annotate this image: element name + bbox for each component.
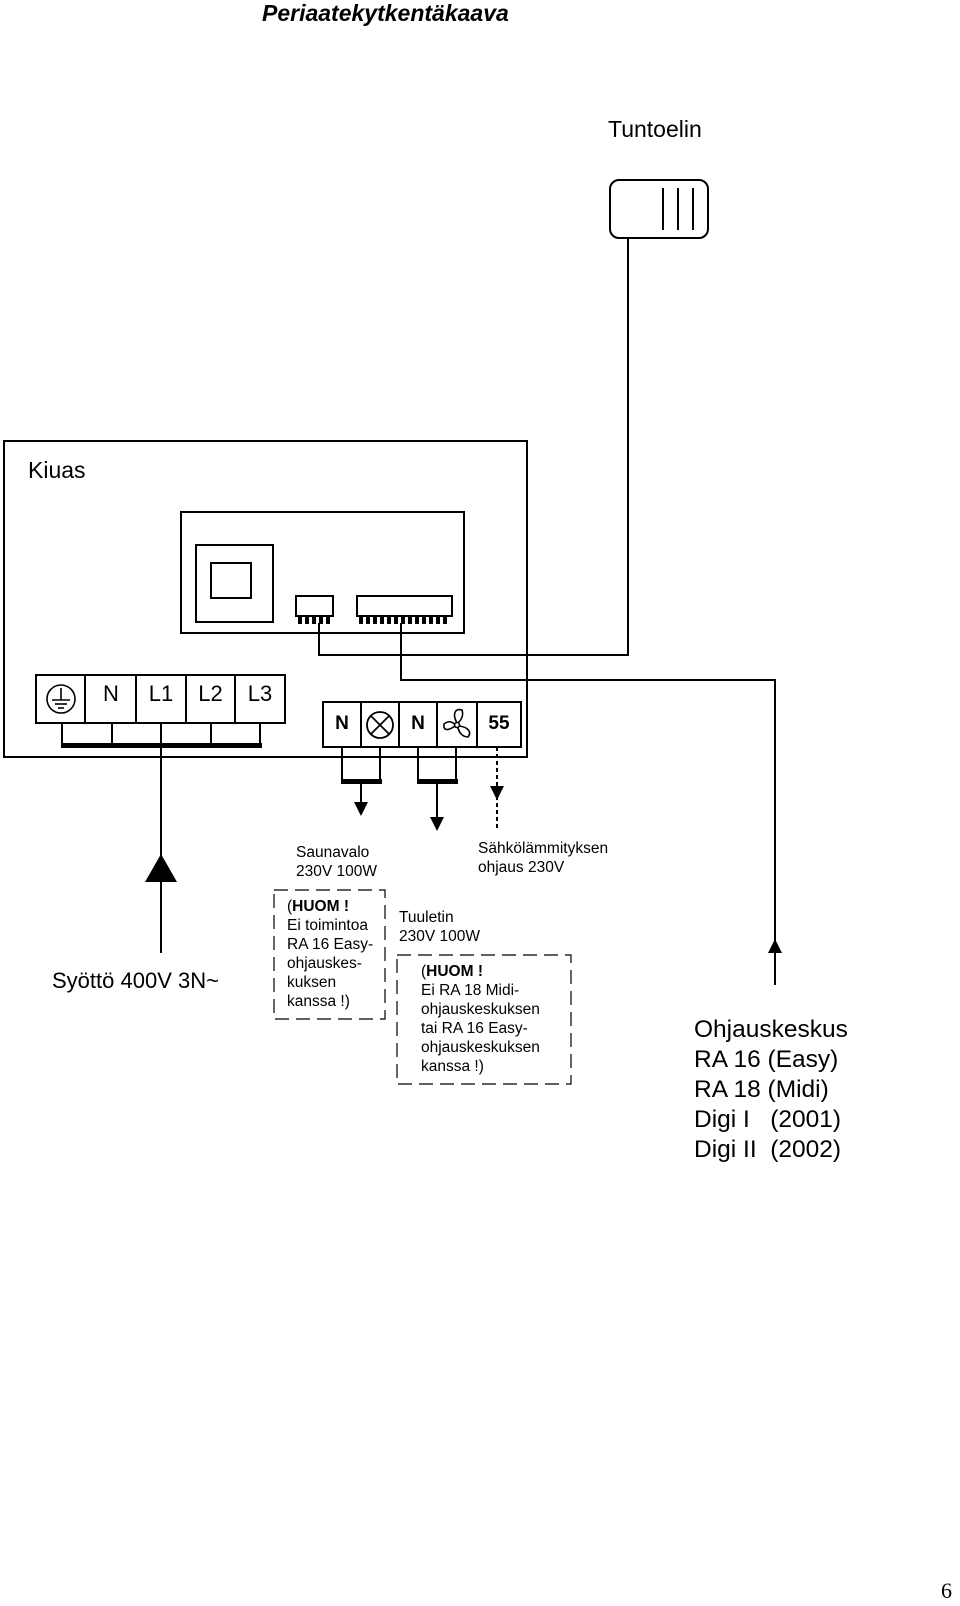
heater-label: Kiuas [28,457,86,483]
fan-icon [443,708,471,738]
ground-icon [46,684,76,714]
sensor-cable [318,238,629,656]
board-display-inner [210,562,252,599]
sensor-label: Tuntoelin [608,116,702,142]
output-terminal-strip [322,701,522,748]
fan-warning-box [396,954,572,1085]
terminal-l3: L3 [247,681,273,706]
board-connector-large [356,595,453,617]
page-number: 6 [941,1578,952,1603]
terminal-out-n2: N [411,713,425,734]
light-arrow [354,802,368,816]
supply-arrow [145,854,177,882]
control-board [180,511,465,634]
terminal-n: N [103,681,119,706]
control-cable [400,623,776,985]
terminal-l1: L1 [148,681,174,706]
terminal-out-n1: N [335,713,349,734]
terminal-out-55: 55 [488,713,510,734]
diagram-title: Periaatekytkentäkaava [262,0,509,26]
fan-arrow [430,817,444,831]
light-warning-box [273,889,386,1020]
terminal-l2: L2 [198,681,223,706]
connector-pins [298,616,447,624]
control-arrow [768,939,782,953]
supply-label: Syöttö 400V 3N~ [52,968,219,993]
sensor-box [609,179,709,239]
heater-box [3,440,528,758]
board-display-outer [195,544,274,623]
lamp-icon [366,711,394,739]
board-connector-small [295,595,334,617]
